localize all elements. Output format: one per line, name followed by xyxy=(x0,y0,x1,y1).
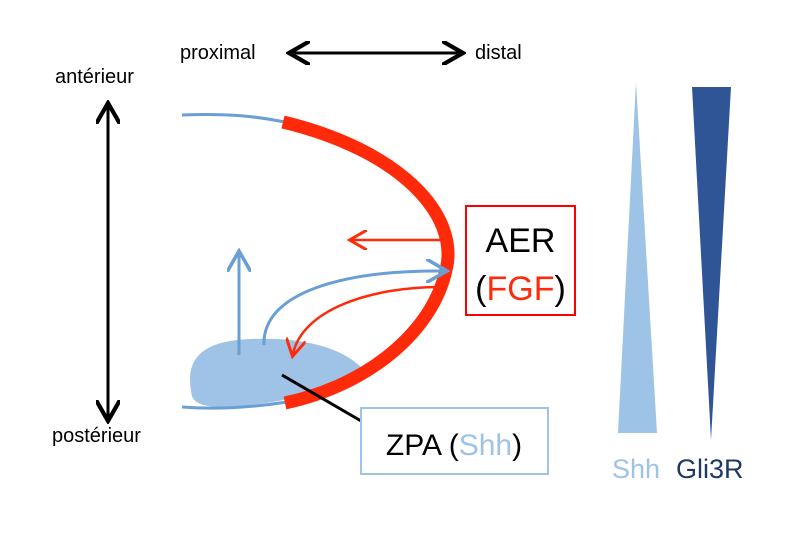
zpa-label-box xyxy=(360,407,549,475)
label-posterior: postérieur xyxy=(52,425,141,447)
limb-outline-anterior xyxy=(181,112,286,124)
shh-to-aer-arrow xyxy=(262,271,444,346)
shh-gradient-label: Shh xyxy=(612,454,660,484)
zpa-pointer-line xyxy=(281,373,369,427)
limb-outline-posterior xyxy=(181,400,288,410)
fgf-label: FGF xyxy=(487,270,555,308)
shh-label: Shh xyxy=(459,429,512,462)
gli3r-gradient-wedge xyxy=(692,87,731,440)
label-distal: distal xyxy=(475,42,522,64)
aer-label-box xyxy=(465,205,576,316)
aer-title: AER xyxy=(486,222,556,260)
zpa-label: ZPA (Shh) xyxy=(386,429,522,462)
aer-signal-line: (FGF) xyxy=(475,270,566,308)
fgf-to-zpa-arrow xyxy=(293,285,441,354)
shh-gradient-wedge xyxy=(618,82,657,433)
zpa-region xyxy=(190,338,362,408)
label-proximal: proximal xyxy=(180,42,256,64)
label-anterior: antérieur xyxy=(55,66,134,88)
gli3r-gradient-label: Gli3R xyxy=(676,454,744,484)
